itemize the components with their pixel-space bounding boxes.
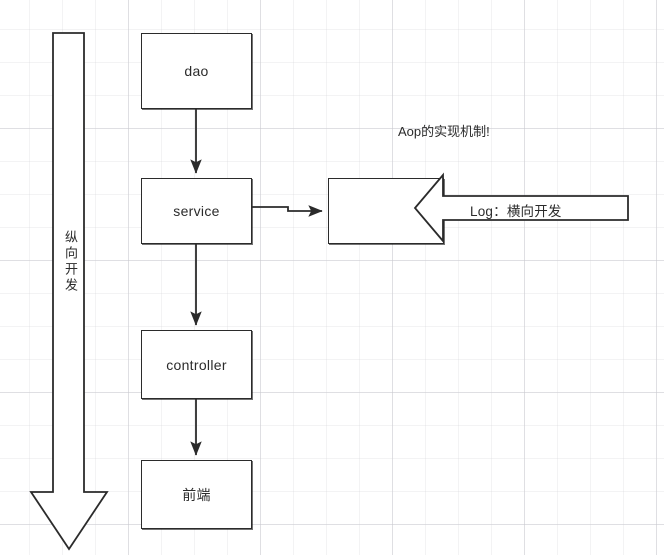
node-frontend-label: 前端: [182, 486, 211, 503]
node-dao[interactable]: dao: [141, 33, 252, 109]
connector-service-aspect: [252, 205, 323, 217]
node-service[interactable]: service: [141, 178, 252, 244]
node-controller[interactable]: controller: [141, 330, 252, 399]
node-frontend[interactable]: 前端: [141, 460, 252, 529]
node-controller-label: controller: [166, 356, 227, 373]
horizontal-arrow-label: Log：横向开发: [470, 204, 562, 219]
vertical-arrow-label: 纵向开发: [63, 230, 78, 294]
aop-note-text: Aop的实现机制!: [398, 124, 490, 139]
node-service-label: service: [173, 203, 220, 219]
aspect-target-box[interactable]: [328, 178, 444, 244]
node-dao-label: dao: [184, 63, 209, 79]
